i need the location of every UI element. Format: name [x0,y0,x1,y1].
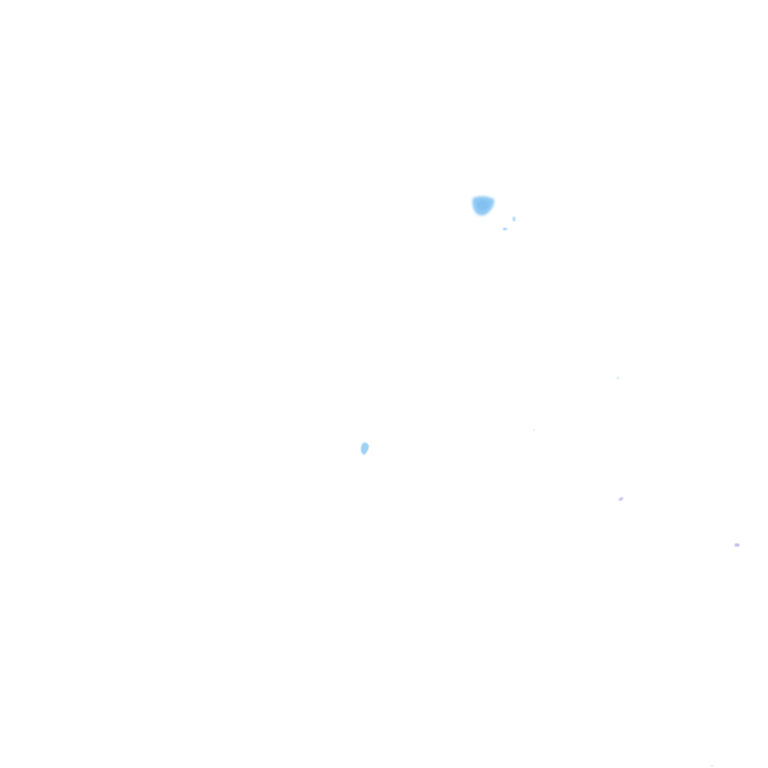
lavender-speck-b [734,543,740,547]
speck-cluster-lower [618,497,740,767]
pale-dot-a [616,377,620,379]
speck-cluster-top [472,196,516,231]
blue-speck-small-a [512,216,516,222]
speck-cluster-middle [360,377,620,455]
pale-dot-c [710,765,714,767]
blue-blob-core [477,200,489,210]
lavender-speck-a [618,497,624,501]
blue-speck-small-b [502,227,508,231]
pale-dot-b [533,429,535,431]
blue-fleck [360,442,369,455]
